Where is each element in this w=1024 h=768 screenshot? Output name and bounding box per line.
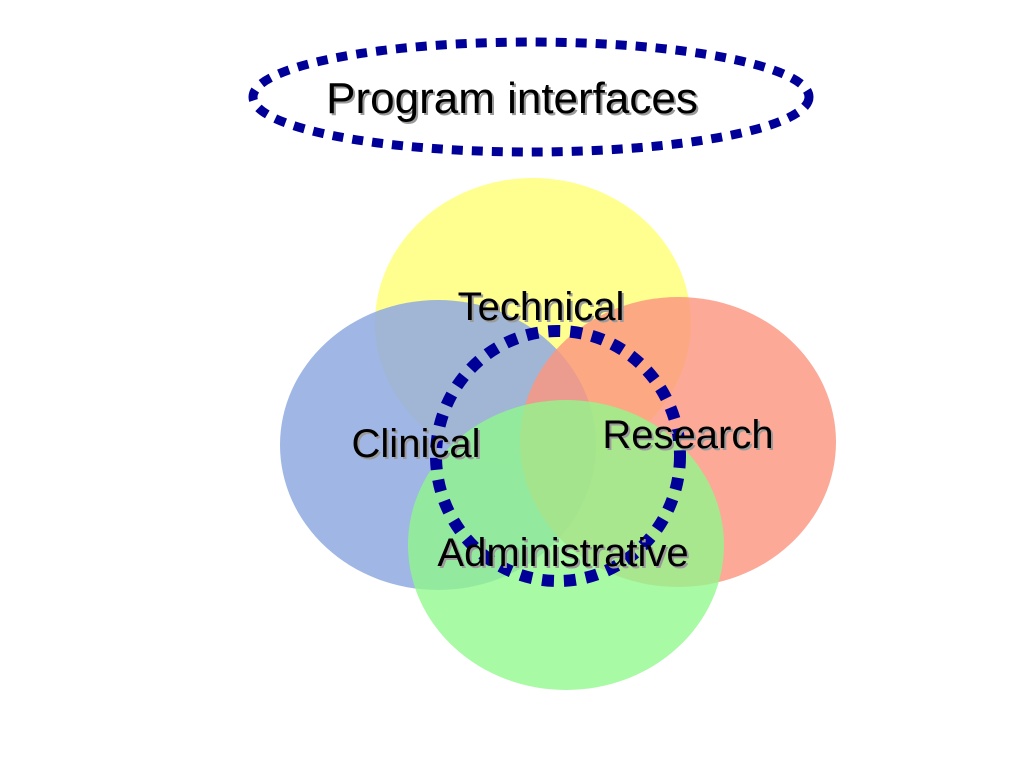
- administrative-label-text: Administrative: [437, 531, 688, 575]
- research-label-text: Research: [602, 413, 773, 457]
- technical-label: Technical Technical: [458, 285, 627, 331]
- clinical-label-text: Clinical: [352, 422, 481, 466]
- administrative-label: Administrative Administrative: [437, 531, 690, 577]
- page-title-text: Program interfaces: [326, 74, 698, 123]
- technical-label-text: Technical: [458, 285, 625, 329]
- clinical-label-shadow: Clinical: [354, 424, 483, 468]
- clinical-label: Clinical Clinical: [352, 422, 483, 468]
- page-title-shadow: Program interfaces: [328, 76, 700, 125]
- core-highlight-circle: [430, 325, 686, 587]
- title-highlight-ellipse: [248, 37, 814, 157]
- research-label: Research Research: [602, 413, 775, 459]
- technical-label-shadow: Technical: [460, 287, 627, 331]
- page-title: Program interfaces Program interfaces: [326, 74, 700, 125]
- administrative-circle: [408, 400, 724, 690]
- administrative-label-shadow: Administrative: [439, 533, 690, 577]
- research-label-shadow: Research: [604, 415, 775, 459]
